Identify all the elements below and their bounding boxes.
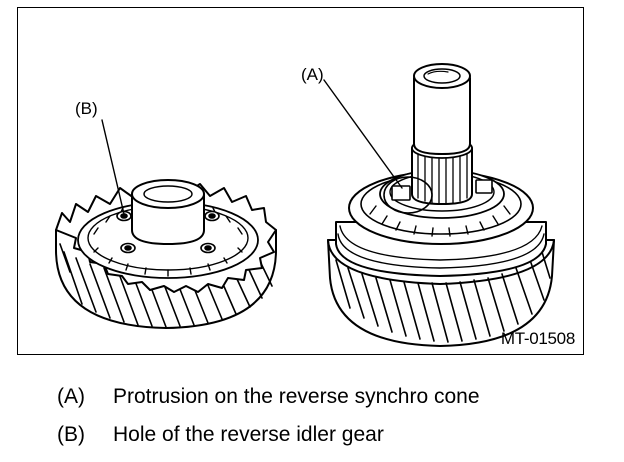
reverse-idler-gear: [55, 179, 277, 329]
leader-line-a: [323, 79, 403, 189]
legend-item-a: (A) Protrusion on the reverse synchro con…: [57, 386, 480, 407]
leader-line-b: [101, 119, 125, 215]
helical-teeth-side: [335, 251, 551, 343]
synchro-cone-teeth: [369, 205, 511, 237]
legend-item-b: (B) Hole of the reverse idler gear: [57, 424, 384, 445]
legend-key-a: (A): [57, 385, 85, 408]
callout-label-b: (B): [75, 99, 98, 118]
legend-text-b: Hole of the reverse idler gear: [113, 423, 384, 446]
callout-label-a: (A): [301, 65, 324, 84]
spline-lines: [417, 153, 468, 205]
reverse-synchro-assembly: [327, 63, 555, 347]
callout-circle-a: [383, 176, 433, 214]
legend-text-a: Protrusion on the reverse synchro cone: [113, 385, 480, 408]
figure-frame: (B) (A) MT-01508: [17, 7, 584, 355]
legend-key-b: (B): [57, 423, 85, 446]
figure-id: MT-01508: [500, 329, 575, 348]
gear-illustration: [55, 63, 555, 347]
